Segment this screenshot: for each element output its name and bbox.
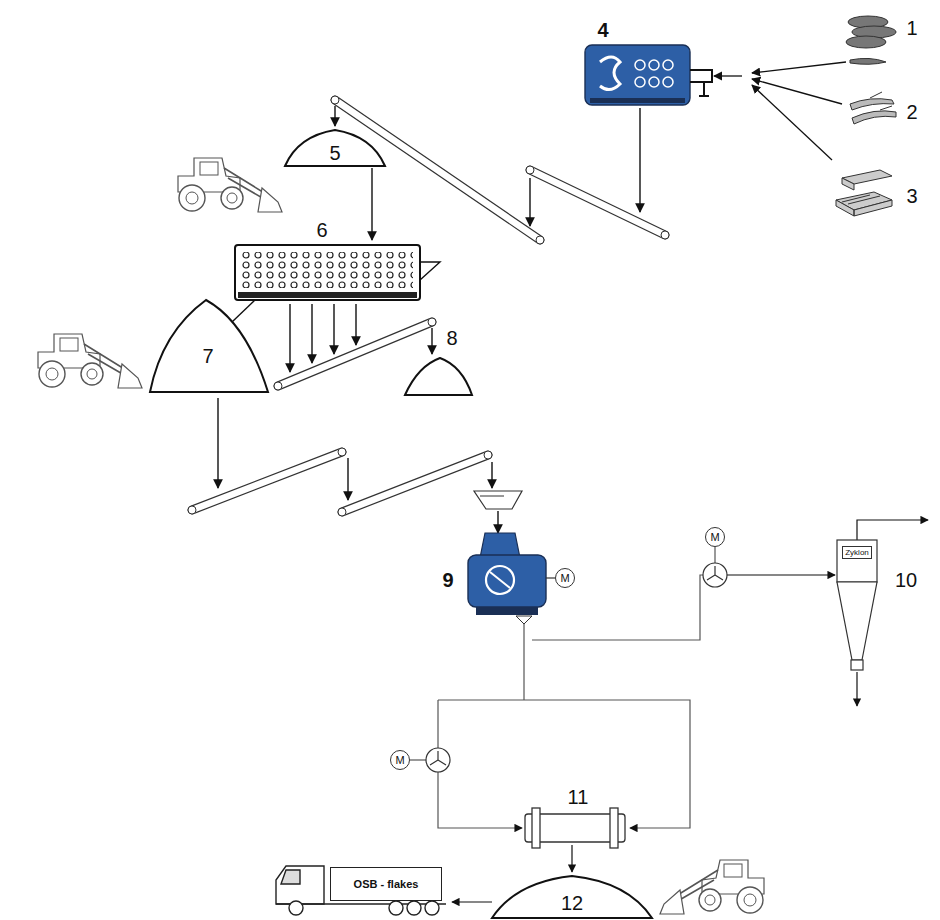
motor-symbol: M [555, 568, 575, 588]
callout-number: 9 [442, 570, 453, 590]
material-piles [150, 130, 652, 918]
ducts [410, 547, 715, 828]
dryer [525, 808, 625, 848]
truck [276, 866, 446, 915]
shredder [585, 45, 712, 105]
truck-cargo-box: OSB - flakes [330, 867, 442, 901]
pallets [836, 170, 892, 216]
callout-number: 12 [561, 893, 583, 913]
node-text: Zyklon [845, 548, 869, 557]
cyclone [837, 540, 877, 670]
flaker [468, 533, 555, 624]
feed-arrows [714, 62, 846, 160]
belt-conveyors [188, 96, 669, 516]
scrap-wood [846, 16, 896, 64]
callout-number: 11 [568, 787, 589, 807]
node-text: M [710, 531, 719, 543]
motor-symbol: M [705, 527, 725, 547]
fan [426, 563, 727, 772]
motor-symbol: M [390, 750, 410, 770]
screen [232, 245, 440, 322]
callout-number: 10 [895, 570, 917, 590]
callout-number: 2 [906, 102, 917, 122]
callout-number: 5 [329, 143, 340, 163]
callout-number: 8 [446, 328, 457, 348]
cyclone-arrows [452, 520, 928, 902]
node-text: M [560, 572, 569, 584]
cyclone-label-plate: Zyklon [842, 546, 872, 559]
node-text: M [395, 754, 404, 766]
callout-number: 4 [597, 20, 608, 40]
callout-number: 6 [316, 220, 327, 240]
callout-number: 3 [906, 186, 917, 206]
node-text: OSB - flakes [354, 878, 419, 890]
callout-number: 1 [906, 18, 917, 38]
scrap-branches [850, 92, 896, 124]
flow-arrows [218, 106, 640, 533]
callout-number: 7 [202, 346, 213, 366]
